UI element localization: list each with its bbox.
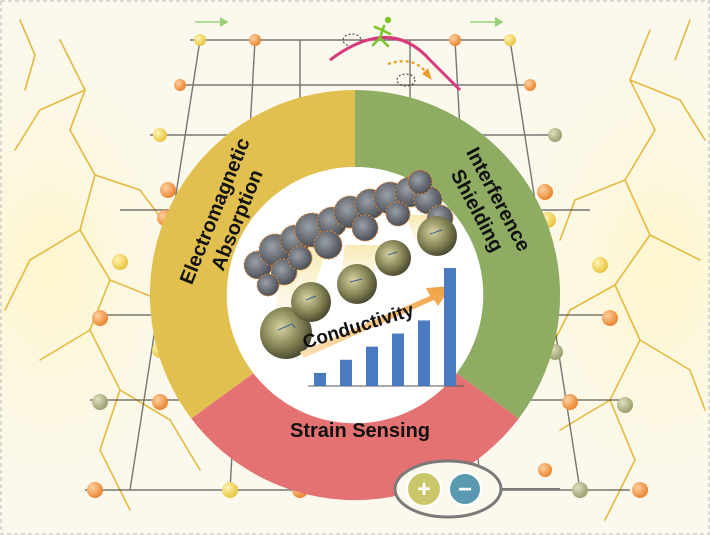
running-person-icon [371,16,392,48]
atom [617,397,633,413]
charge-indicator: + − [393,459,560,519]
nanoparticle-cluster [243,169,454,297]
electron-arrows [195,17,504,27]
ring-segment-electromagnetic-absorption [149,89,355,419]
nanoparticle [385,201,411,227]
atom [592,257,608,273]
atom [524,79,536,91]
atom [152,394,168,410]
nanoparticle [351,214,379,242]
atom [92,394,108,410]
micrograph-circle [417,216,457,256]
atom [572,482,588,498]
minus-icon: − [458,476,472,503]
atom [87,482,103,498]
atom [92,310,108,326]
bar [314,372,326,386]
atom [222,482,238,498]
micrograph-circle [337,264,377,304]
start-site [342,33,362,47]
label-strain-sensing: Strain Sensing [290,420,430,442]
atom [174,79,186,91]
conductivity-trend-arrow [300,286,452,358]
atom [538,463,552,477]
atom [602,310,618,326]
bar [444,268,456,386]
micrograph-circle [291,282,331,322]
conductive-network [243,169,457,359]
atom [160,182,176,198]
conductivity-bar-chart [308,268,464,387]
end-site [396,73,416,87]
bar [418,320,430,386]
nanoparticle [313,230,343,260]
atom [194,34,206,46]
atom [249,34,261,46]
micrograph-circle [260,307,312,359]
plus-icon: + [417,476,431,503]
atom [449,34,461,46]
charge-hopping-illustration [329,16,462,92]
nanoparticle [287,245,313,271]
atom [112,254,128,270]
ring-segment-interference-shielding [355,89,561,419]
nanoparticle [256,273,280,297]
bar [366,346,378,386]
atom [548,128,562,142]
atom [632,482,648,498]
bar [340,359,352,386]
atom [153,128,167,142]
atom [537,184,553,200]
bar [392,333,404,386]
nanoparticle [407,169,433,195]
plus-button [406,471,442,507]
energy-barrier-curve [329,36,462,92]
atom [562,394,578,410]
micrograph-circle [375,240,411,276]
minus-button [448,472,482,506]
atom [504,34,516,46]
